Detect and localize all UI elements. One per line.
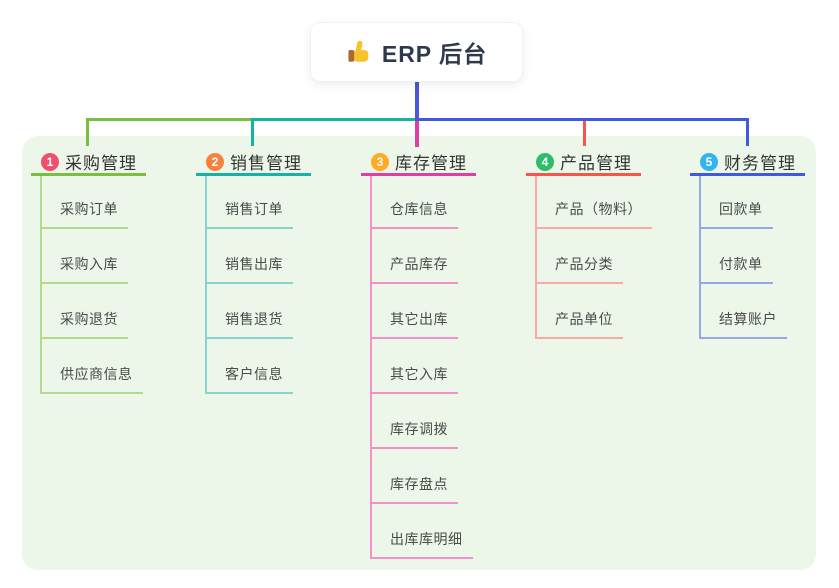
- branch-sales-management: 2 销售管理 销售订单 销售出库 销售退货 客户信息: [196, 150, 311, 394]
- mindmap-node[interactable]: 其它出库: [370, 284, 476, 339]
- node-label: 库存调拨: [370, 419, 458, 449]
- mindmap-node[interactable]: 采购订单: [40, 176, 146, 229]
- mindmap-node[interactable]: 库存盘点: [370, 449, 476, 504]
- mindmap-node[interactable]: 产品库存: [370, 229, 476, 284]
- branch-purchase-management: 1 采购管理 采购订单 采购入库 采购退货 供应商信息: [31, 150, 146, 394]
- branch-children: 仓库信息 产品库存 其它出库 其它入库 库存调拨 库存盘点 出库库明细: [370, 176, 476, 559]
- mindmap-node[interactable]: 采购退货: [40, 284, 146, 339]
- branch-header-purchase[interactable]: 1 采购管理: [31, 150, 146, 176]
- node-label: 客户信息: [205, 364, 293, 394]
- mindmap-node[interactable]: 产品单位: [535, 284, 641, 339]
- node-label: 其它出库: [370, 309, 458, 339]
- mindmap-node[interactable]: 产品（物料）: [535, 176, 652, 229]
- branch-number-badge: 3: [371, 152, 389, 171]
- branch-header-inventory[interactable]: 3 库存管理: [361, 150, 476, 176]
- root-node-label: ERP 后台: [381, 41, 488, 67]
- branch-children: 销售订单 销售出库 销售退货 客户信息: [205, 176, 311, 394]
- connector-root-stem: [415, 82, 419, 121]
- branch-inventory-management: 3 库存管理 仓库信息 产品库存 其它出库 其它入库 库存调拨 库存盘点 出库库…: [361, 150, 476, 559]
- node-label: 仓库信息: [370, 199, 458, 229]
- connector-branch-2-drop: [251, 118, 254, 146]
- node-label: 产品库存: [370, 254, 458, 284]
- thumbs-up-icon: [346, 39, 372, 65]
- mindmap-node[interactable]: 销售订单: [205, 176, 311, 229]
- branch-product-management: 4 产品管理 产品（物料） 产品分类 产品单位: [526, 150, 652, 339]
- connector-branch-2-horizontal: [252, 118, 418, 121]
- branch-children: 产品（物料） 产品分类 产品单位: [535, 176, 652, 339]
- mindmap-node[interactable]: 采购入库: [40, 229, 146, 284]
- branch-header-product[interactable]: 4 产品管理: [526, 150, 641, 176]
- branch-finance-management: 5 财务管理 回款单 付款单 结算账户: [690, 150, 805, 339]
- branch-label: 财务管理: [724, 154, 796, 173]
- node-label: 产品单位: [535, 309, 623, 339]
- node-label: 销售订单: [205, 199, 293, 229]
- branch-header-finance[interactable]: 5 财务管理: [690, 150, 805, 176]
- connector-branch-5-drop: [746, 118, 749, 146]
- branch-number-badge: 1: [41, 152, 59, 171]
- node-label: 销售退货: [205, 309, 293, 339]
- mindmap-node[interactable]: 其它入库: [370, 339, 476, 394]
- node-label: 销售出库: [205, 254, 293, 284]
- branch-label: 销售管理: [230, 154, 302, 173]
- root-node[interactable]: ERP 后台: [310, 22, 523, 82]
- node-label: 结算账户: [699, 309, 787, 339]
- mindmap-node[interactable]: 仓库信息: [370, 176, 476, 229]
- node-label: 供应商信息: [40, 364, 143, 394]
- branch-label: 产品管理: [560, 154, 632, 173]
- branch-children: 回款单 付款单 结算账户: [699, 176, 805, 339]
- connector-branch-3-drop: [415, 118, 419, 147]
- node-label: 其它入库: [370, 364, 458, 394]
- branch-label: 采购管理: [65, 154, 137, 173]
- mindmap-node[interactable]: 销售出库: [205, 229, 311, 284]
- mindmap-node[interactable]: 出库库明细: [370, 504, 476, 559]
- node-label: 出库库明细: [370, 529, 473, 559]
- mindmap-node[interactable]: 供应商信息: [40, 339, 146, 394]
- node-label: 产品（物料）: [535, 199, 652, 229]
- node-label: 库存盘点: [370, 474, 458, 504]
- connector-branch-5-horizontal: [418, 118, 749, 121]
- branch-header-sales[interactable]: 2 销售管理: [196, 150, 311, 176]
- branch-children: 采购订单 采购入库 采购退货 供应商信息: [40, 176, 146, 394]
- connector-branch-1-drop: [86, 118, 89, 146]
- branch-number-badge: 5: [700, 152, 718, 171]
- mindmap-node[interactable]: 结算账户: [699, 284, 805, 339]
- mindmap-node[interactable]: 销售退货: [205, 284, 311, 339]
- node-label: 付款单: [699, 254, 773, 284]
- mindmap-node[interactable]: 产品分类: [535, 229, 641, 284]
- node-label: 采购退货: [40, 309, 128, 339]
- branch-label: 库存管理: [395, 154, 467, 173]
- node-label: 回款单: [699, 199, 773, 229]
- connector-branch-4-drop: [583, 118, 586, 146]
- branch-number-badge: 2: [206, 152, 224, 171]
- node-label: 采购订单: [40, 199, 128, 229]
- node-label: 产品分类: [535, 254, 623, 284]
- mindmap-node[interactable]: 库存调拨: [370, 394, 476, 449]
- mindmap-node[interactable]: 回款单: [699, 176, 805, 229]
- branch-number-badge: 4: [536, 152, 554, 171]
- mindmap-node[interactable]: 客户信息: [205, 339, 311, 394]
- node-label: 采购入库: [40, 254, 128, 284]
- mindmap-panel: [22, 136, 816, 570]
- mindmap-node[interactable]: 付款单: [699, 229, 805, 284]
